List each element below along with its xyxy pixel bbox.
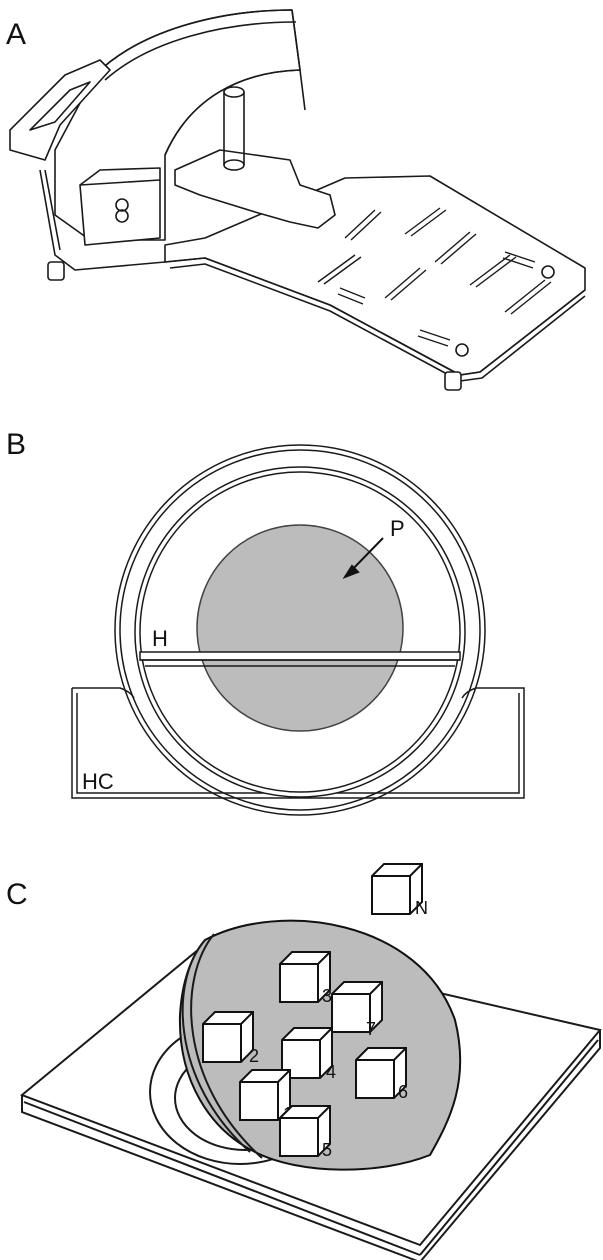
label-hc: HC — [82, 769, 114, 794]
svg-text:4: 4 — [326, 1062, 336, 1082]
cube-7: 7 — [331, 981, 383, 1039]
cross-section-drawing: P H HC — [71, 444, 525, 816]
phantom-cubes-drawing: 3 7 2 4 6 1 5 N — [20, 863, 602, 1260]
panel-c-label: C — [6, 878, 28, 911]
svg-text:3: 3 — [322, 986, 332, 1006]
svg-text:6: 6 — [398, 1082, 408, 1102]
front-block — [79, 179, 161, 246]
svg-text:7: 7 — [366, 1019, 376, 1039]
phantom-sphere — [196, 524, 404, 732]
cube-4: 4 — [281, 1027, 336, 1082]
svg-text:N: N — [415, 898, 428, 918]
phantom-arrow — [342, 537, 384, 580]
cube-n: N — [371, 863, 428, 918]
panel-a: A — [0, 0, 603, 410]
panel-b: B P H HC — [0, 410, 603, 830]
cube-6: 6 — [355, 1047, 408, 1102]
isometric-device-drawing — [9, 9, 586, 391]
foot — [47, 261, 65, 281]
plate-slots — [317, 207, 552, 347]
cube-5: 5 — [279, 1105, 332, 1160]
foot — [444, 371, 462, 391]
post — [223, 86, 245, 171]
holder-bar — [139, 651, 461, 661]
inner-platform — [174, 149, 336, 229]
outer-ring — [114, 444, 486, 816]
panel-c: C 3 7 2 4 6 1 5 N — [0, 830, 603, 1260]
svg-text:5: 5 — [322, 1140, 332, 1160]
panel-b-label: B — [6, 428, 27, 461]
handle — [9, 59, 111, 161]
label-h: H — [152, 626, 168, 651]
cube-3: 3 — [279, 951, 332, 1006]
panel-a-label: A — [6, 18, 27, 51]
label-p: P — [390, 516, 405, 541]
svg-text:2: 2 — [249, 1046, 259, 1066]
cube-2: 2 — [202, 1011, 259, 1066]
